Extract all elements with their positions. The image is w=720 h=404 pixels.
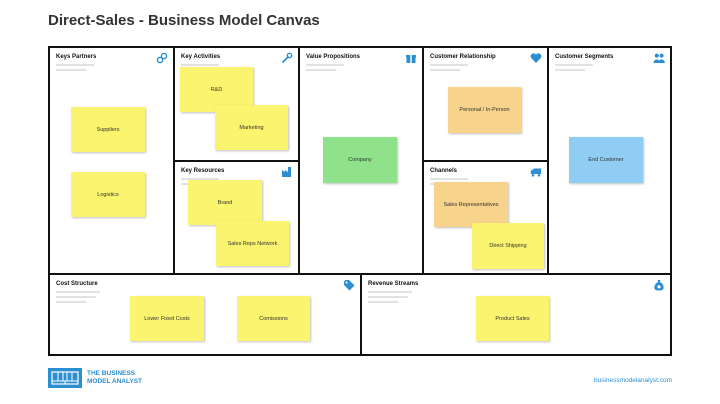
brand-line-2: MODEL ANALYST: [87, 378, 143, 385]
hint-line: [56, 69, 86, 71]
hint-line: [56, 291, 100, 293]
hint-line: [368, 296, 408, 298]
business-model-canvas: Keys Partners Suppliers Logistics Key Ac…: [48, 46, 672, 356]
hint-line: [306, 64, 344, 66]
factory-icon: [282, 167, 291, 177]
sticky-note: Marketing: [215, 105, 288, 150]
block-customer-relationship: Customer Relationship Personal / In-Pers…: [424, 48, 549, 162]
block-title: Cost Structure: [56, 281, 98, 287]
block-key-partners: Keys Partners Suppliers Logistics: [50, 48, 175, 275]
hint-line: [555, 69, 585, 71]
hint-line: [56, 64, 94, 66]
sticky-note: Personal / In-Person: [448, 87, 521, 133]
hint-line: [56, 301, 86, 303]
sticky-note: Sales Reps Network: [216, 221, 289, 266]
canvas-grid-icon: [51, 371, 79, 385]
brand-logo-mark: [48, 368, 82, 388]
block-title: Keys Partners: [56, 54, 97, 60]
link-icon: [156, 52, 168, 64]
sticky-note: Direct Shipping: [472, 223, 544, 269]
sticky-note: Comissions: [237, 296, 310, 341]
block-cost-structure: Cost Structure Lower Fixed Costs Comissi…: [50, 275, 362, 354]
block-channels: Channels Sales Representatives Direct Sh…: [424, 162, 549, 275]
block-key-activities: Key Activities R&D Marketing: [175, 48, 300, 162]
hint-line: [368, 291, 412, 293]
hint-line: [430, 178, 468, 180]
block-title: Customer Relationship: [430, 54, 496, 60]
gift-icon: [406, 55, 416, 63]
wrench-icon: [282, 52, 293, 63]
hint-line: [56, 296, 96, 298]
brand-line-1: THE BUSINESS: [87, 370, 136, 377]
brand-logo: THE BUSINESS MODEL ANALYST: [48, 368, 142, 388]
money-bag-icon: [654, 280, 664, 291]
block-title: Channels: [430, 168, 458, 174]
block-title: Key Resources: [181, 168, 225, 174]
block-revenue-streams: Revenue Streams Product Sales: [362, 275, 670, 354]
sticky-note: Brand: [188, 180, 262, 225]
block-value-propositions: Value Propositions Company: [300, 48, 424, 275]
website-link[interactable]: businessmodelanalyst.com: [593, 377, 672, 384]
heart-icon: [530, 53, 542, 63]
sticky-note: R&D: [180, 67, 253, 112]
block-title: Value Propositions: [306, 54, 361, 60]
truck-icon: [530, 168, 541, 177]
hint-line: [430, 64, 468, 66]
hint-line: [181, 178, 219, 180]
brand-name: THE BUSINESS MODEL ANALYST: [87, 370, 142, 386]
page-title: Direct-Sales - Business Model Canvas: [48, 12, 320, 29]
hint-line: [306, 69, 336, 71]
users-icon: [653, 53, 665, 63]
hint-line: [555, 64, 593, 66]
block-customer-segments: Customer Segments End Customer: [549, 48, 670, 275]
block-key-resources: Key Resources Brand Sales Reps Network: [175, 162, 300, 275]
hint-line: [430, 69, 460, 71]
sticky-note: Sales Representatives: [434, 182, 508, 227]
hint-line: [368, 301, 398, 303]
sticky-note: Logistics: [71, 172, 145, 217]
block-title: Key Activities: [181, 54, 221, 60]
sticky-note: Product Sales: [476, 296, 549, 341]
sticky-note: Lower Fixed Costs: [130, 296, 204, 341]
sticky-note: Company: [323, 137, 397, 183]
block-title: Revenue Streams: [368, 281, 419, 287]
hint-line: [181, 64, 219, 66]
block-title: Customer Segments: [555, 54, 614, 60]
tag-icon: [344, 280, 355, 291]
sticky-note: Suppliers: [71, 107, 145, 152]
sticky-note: End Customer: [569, 137, 643, 183]
